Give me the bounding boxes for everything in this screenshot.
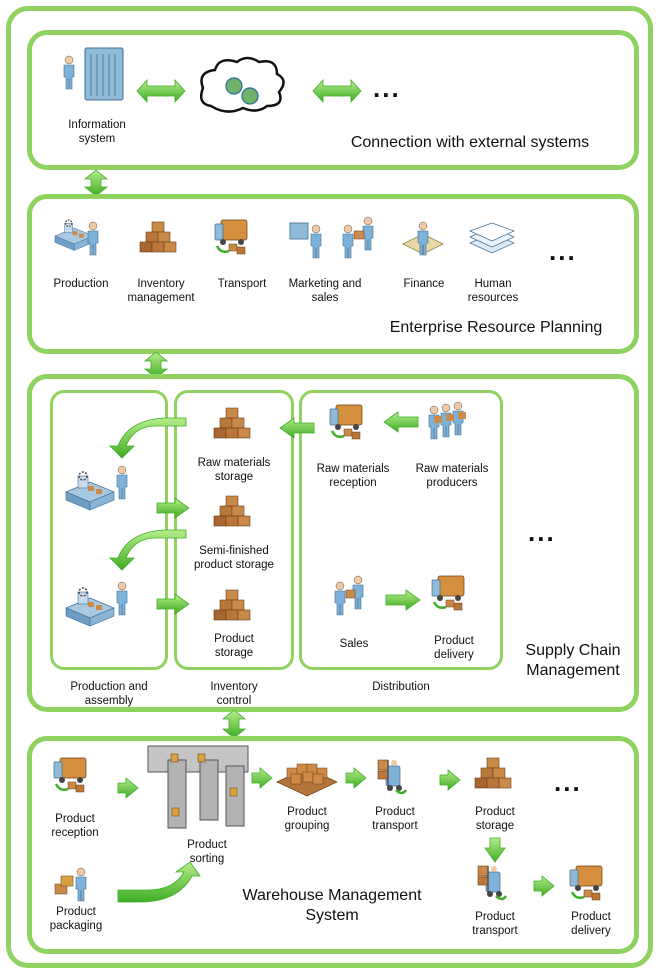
curved-arrow-up-icon (117, 861, 201, 903)
production-icon (54, 219, 99, 256)
product-storage-boxes-icon (474, 757, 512, 789)
arrow-right-icon (345, 767, 367, 789)
curved-arrow-icon (109, 417, 187, 459)
product-transport-forklift-icon (476, 864, 508, 901)
erp-item-inventory: Inventory management (127, 278, 195, 304)
inventory-control-label: Inventory control (210, 681, 258, 707)
raw-materials-boxes-icon (213, 407, 251, 439)
arrow-right-icon (385, 589, 421, 611)
arrow-right-icon (156, 593, 190, 615)
arrow-right-icon (533, 875, 555, 897)
erp-item-finance: Finance (403, 278, 445, 290)
vertical-double-arrow-icon (221, 709, 247, 739)
product-packaging-label: Product packaging (49, 906, 103, 932)
production-assembly-label: Production and assembly (70, 681, 148, 707)
ellipsis: ... (554, 767, 582, 797)
human-resources-icon (469, 222, 515, 254)
arrow-right-icon (156, 497, 190, 519)
product-delivery-truck-icon (430, 574, 466, 612)
raw-materials-producers-label: Raw materials producers (415, 463, 489, 489)
wms-product-storage-label: Product storage (475, 806, 515, 832)
product-storage-label: Product storage (214, 633, 254, 659)
raw-materials-reception-label: Raw materials reception (316, 463, 390, 489)
arrow-left-icon (383, 411, 419, 433)
arrow-right-icon (439, 769, 461, 791)
double-arrow-icon (136, 78, 186, 104)
production-machine-icon (65, 465, 128, 511)
cloud-network-icon (200, 56, 285, 113)
raw-materials-storage-label: Raw materials storage (197, 457, 271, 483)
transport-truck-icon (213, 218, 249, 256)
erp-panel (27, 194, 639, 354)
information-system-label: Information system (68, 119, 126, 145)
scm-title: Supply Chain Management (525, 642, 621, 679)
sales-label: Sales (339, 638, 369, 650)
raw-materials-reception-truck-icon (328, 403, 364, 441)
arrow-right-icon (251, 767, 273, 789)
arrow-down-icon (484, 837, 506, 863)
ellipsis: ... (549, 236, 577, 266)
erp-title: Enterprise Resource Planning (389, 319, 603, 336)
server-operator-icon (63, 47, 124, 101)
wms-title: Warehouse Management System (242, 887, 422, 924)
raw-materials-producers-icon (428, 401, 466, 440)
wms-product-delivery-label: Product delivery (571, 911, 611, 937)
assembly-machine-icon (65, 581, 128, 627)
semi-finished-storage-label: Semi-finished product storage (194, 545, 274, 571)
sales-people-icon (334, 575, 364, 616)
finance-icon (402, 221, 444, 256)
product-reception-label: Product reception (51, 813, 99, 839)
distribution-label: Distribution (372, 681, 430, 693)
erp-item-marketing: Marketing and sales (288, 278, 362, 304)
product-boxes-icon (213, 589, 251, 621)
product-grouping-pallet-icon (276, 763, 338, 797)
external-systems-title: Connection with external systems (350, 134, 590, 151)
erp-item-hr: Human resources (467, 278, 519, 304)
vertical-double-arrow-icon (83, 169, 109, 197)
production-assembly-box (50, 390, 168, 670)
product-sorting-machine-icon (147, 745, 249, 829)
external-systems-panel (27, 30, 639, 170)
product-delivery-truck-icon (568, 864, 604, 902)
inventory-boxes-icon (139, 221, 177, 253)
wms-panel (27, 736, 639, 954)
product-reception-truck-icon (52, 756, 88, 794)
product-sorting-label: Product sorting (187, 839, 227, 865)
distribution-box (299, 390, 503, 670)
erp-item-transport: Transport (217, 278, 267, 290)
arrow-left-icon (279, 417, 315, 439)
marketing-sales-icon (289, 216, 374, 259)
erp-item-production: Production (53, 278, 109, 290)
ellipsis: ... (528, 517, 556, 547)
product-transport-label-1: Product transport (372, 806, 418, 832)
product-grouping-label: Product grouping (284, 806, 330, 832)
product-transport-label-2: Product transport (472, 911, 518, 937)
semi-finished-boxes-icon (213, 495, 251, 527)
curved-arrow-icon (109, 529, 187, 571)
double-arrow-icon (312, 78, 362, 104)
ellipsis: ... (373, 73, 401, 103)
arrow-right-icon (117, 777, 139, 799)
product-packaging-icon (54, 867, 87, 902)
scm-product-delivery-label: Product delivery (434, 635, 474, 661)
product-transport-forklift-icon (376, 758, 408, 795)
